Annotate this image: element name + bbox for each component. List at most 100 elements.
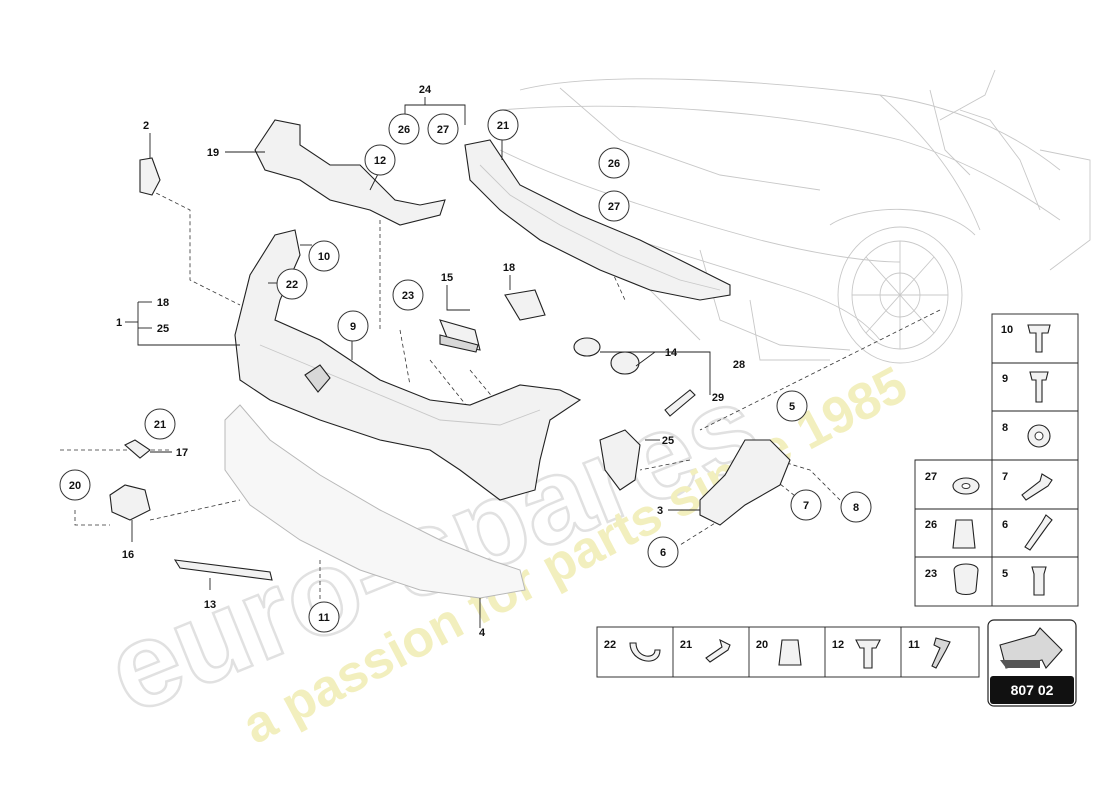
label-28: 28 <box>733 359 745 371</box>
svg-text:10: 10 <box>318 251 330 263</box>
part-top-cover <box>254 119 446 226</box>
svg-text:11: 11 <box>908 639 920 651</box>
hardware-cell-23[interactable]: 23 <box>925 563 979 596</box>
part-insert-18 <box>504 289 546 321</box>
svg-text:12: 12 <box>832 639 844 651</box>
callouts: 26 27 21 12 26 27 10 22 23 9 5 21 20 7 8… <box>59 109 872 633</box>
svg-text:21: 21 <box>154 419 166 431</box>
callout-21[interactable]: 21 <box>487 109 519 141</box>
part-labels: 24 2 19 1 18 25 15 18 14 28 29 25 17 16 … <box>116 84 745 639</box>
svg-text:26: 26 <box>398 124 410 136</box>
callout-8[interactable]: 8 <box>840 491 872 523</box>
part-lower-spoiler <box>224 404 526 599</box>
clip-icon <box>778 639 802 666</box>
svg-text:5: 5 <box>789 401 795 413</box>
screw-icon <box>1029 371 1049 403</box>
callout-27[interactable]: 27 <box>427 113 459 145</box>
hardware-cell-20[interactable]: 20 <box>756 639 802 666</box>
grommet-icon <box>953 563 979 596</box>
bolt-icon <box>1024 514 1053 551</box>
hardware-cell-11[interactable]: 11 <box>908 637 951 669</box>
label-4: 4 <box>479 627 486 639</box>
svg-text:11: 11 <box>318 612 330 624</box>
reference-code: 807 02 <box>1011 682 1054 698</box>
hardware-cell-6[interactable]: 6 <box>1002 514 1053 551</box>
tapping-screw-icon <box>931 637 951 669</box>
hardware-cell-21[interactable]: 21 <box>680 638 731 663</box>
label-15: 15 <box>441 272 453 284</box>
hardware-cell-9[interactable]: 9 <box>1002 371 1049 403</box>
spacer-icon <box>1031 566 1047 596</box>
push-pin-icon <box>705 638 731 663</box>
callout-20[interactable]: 20 <box>59 469 91 501</box>
bolt-icon <box>1021 473 1053 501</box>
callout-23[interactable]: 23 <box>392 279 424 311</box>
hardware-cell-22[interactable]: 22 <box>604 639 661 662</box>
cable-clip-icon <box>629 642 661 662</box>
svg-text:9: 9 <box>350 321 356 333</box>
label-19: 19 <box>207 147 219 159</box>
hardware-cell-8[interactable]: 8 <box>1002 422 1051 448</box>
svg-text:22: 22 <box>604 639 616 651</box>
label-2: 2 <box>143 120 149 132</box>
callout-9[interactable]: 9 <box>337 310 369 342</box>
label-18: 18 <box>503 262 515 274</box>
callout-12[interactable]: 12 <box>364 144 396 176</box>
hardware-cell-12[interactable]: 12 <box>832 639 881 669</box>
callout-11[interactable]: 11 <box>308 601 340 633</box>
callout-10[interactable]: 10 <box>308 240 340 272</box>
svg-text:27: 27 <box>437 124 449 136</box>
svg-text:8: 8 <box>853 502 859 514</box>
svg-text:20: 20 <box>69 480 81 492</box>
part-cover-14a <box>573 337 601 357</box>
callout-6[interactable]: 6 <box>647 536 679 568</box>
callout-21[interactable]: 21 <box>144 408 176 440</box>
label-1: 1 <box>116 317 122 329</box>
svg-text:21: 21 <box>497 120 509 132</box>
svg-text:23: 23 <box>925 568 937 580</box>
label-3: 3 <box>657 505 663 517</box>
label-14: 14 <box>665 347 678 359</box>
label-24: 24 <box>419 84 432 96</box>
part-clip-17 <box>124 439 151 459</box>
svg-text:23: 23 <box>402 290 414 302</box>
part-bracket-25 <box>599 429 641 491</box>
hardware-cell-26[interactable]: 26 <box>925 519 976 549</box>
part-cover-14b <box>610 351 640 375</box>
part-bracket-16 <box>109 484 151 521</box>
callout-26[interactable]: 26 <box>598 147 630 179</box>
label-18: 18 <box>157 297 169 309</box>
callout-22[interactable]: 22 <box>276 268 308 300</box>
hardware-cell-27[interactable]: 27 <box>925 471 980 495</box>
svg-text:7: 7 <box>803 500 809 512</box>
part-upper-carrier <box>464 139 731 301</box>
svg-text:20: 20 <box>756 639 768 651</box>
part-side-bracket <box>699 439 791 526</box>
svg-text:26: 26 <box>608 158 620 170</box>
label-17: 17 <box>176 447 188 459</box>
svg-text:6: 6 <box>1002 519 1008 531</box>
part-screw-29 <box>664 389 696 417</box>
label-16: 16 <box>122 549 134 561</box>
svg-text:12: 12 <box>374 155 386 167</box>
hardware-cell-5[interactable]: 5 <box>1002 566 1047 596</box>
svg-text:8: 8 <box>1002 422 1008 434</box>
svg-text:9: 9 <box>1002 373 1008 385</box>
vehicle-outline <box>499 69 1091 364</box>
parts <box>109 119 791 599</box>
label-29: 29 <box>712 392 724 404</box>
svg-text:5: 5 <box>1002 568 1008 580</box>
part-clip <box>139 157 161 196</box>
callout-7[interactable]: 7 <box>790 489 822 521</box>
screw-icon <box>1027 324 1051 353</box>
part-trim-strip <box>173 559 273 581</box>
clip-icon <box>952 519 976 549</box>
hardware-row: 22 21 20 12 11 <box>596 626 980 678</box>
hardware-cell-7[interactable]: 7 <box>1002 471 1053 501</box>
callout-5[interactable]: 5 <box>776 390 808 422</box>
callout-26[interactable]: 26 <box>388 113 420 145</box>
callout-27[interactable]: 27 <box>598 190 630 222</box>
svg-text:22: 22 <box>286 279 298 291</box>
hardware-cell-10[interactable]: 10 <box>1001 324 1051 353</box>
